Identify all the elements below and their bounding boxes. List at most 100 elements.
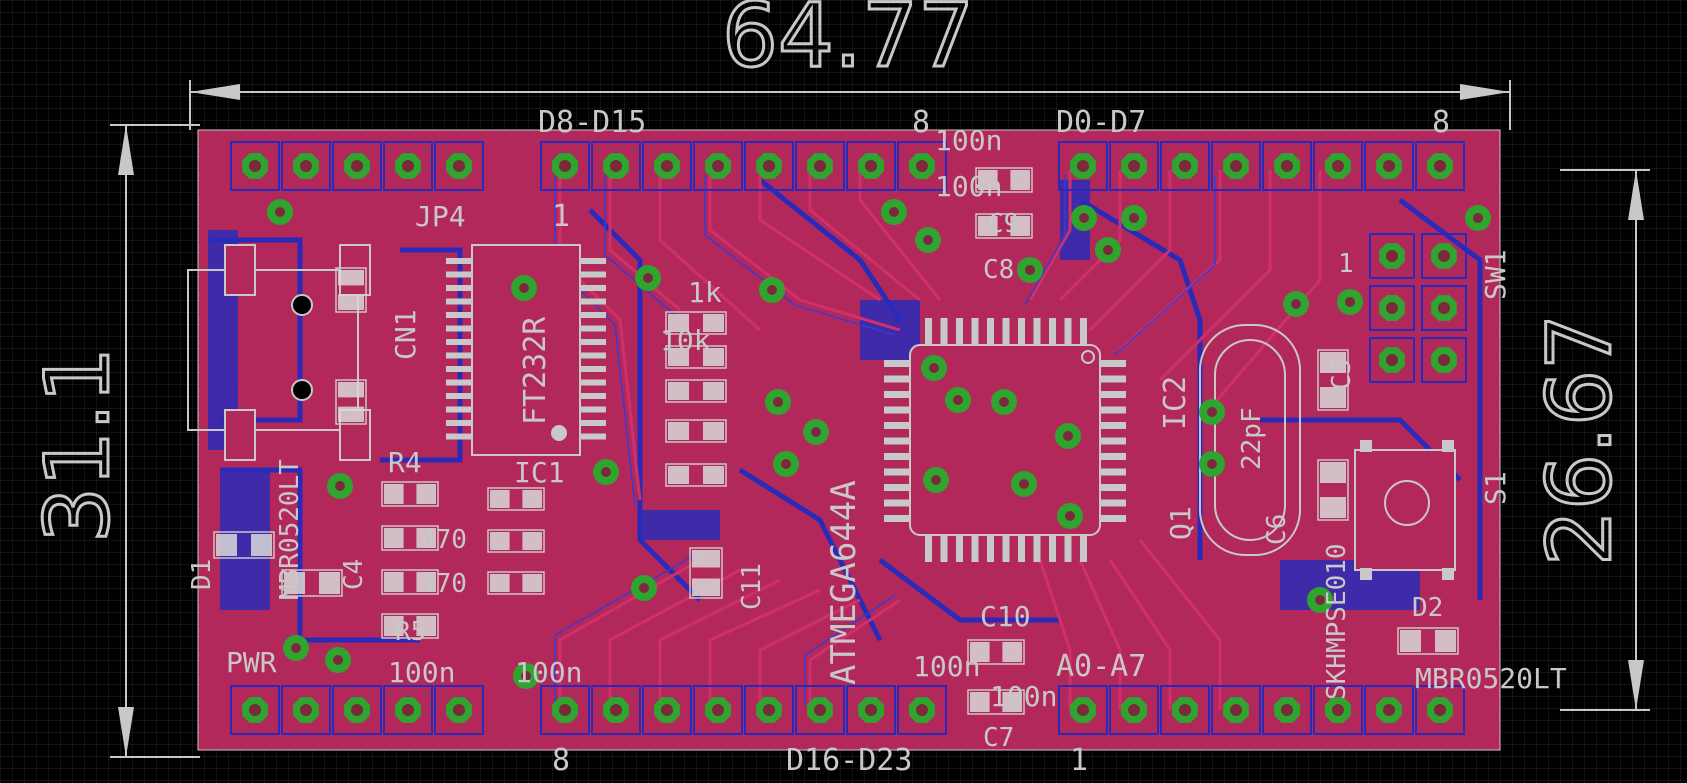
smd-pad	[1002, 692, 1022, 712]
atmega-chip[interactable]	[884, 318, 1126, 562]
smd-part[interactable]	[689, 547, 723, 599]
pad-hole	[1434, 704, 1446, 716]
chip-pad	[884, 406, 910, 414]
smd-part[interactable]	[487, 487, 545, 511]
header-pin[interactable]	[909, 153, 935, 179]
smd-part[interactable]	[967, 639, 1025, 665]
header-pin[interactable]	[603, 697, 629, 723]
isp-header-sv1[interactable]	[1369, 233, 1467, 383]
header-pin[interactable]	[1325, 153, 1351, 179]
header-pin[interactable]	[1274, 697, 1300, 723]
header-pin[interactable]	[1274, 153, 1300, 179]
smd-part[interactable]	[975, 213, 1033, 239]
header-pin[interactable]	[858, 697, 884, 723]
smd-part[interactable]	[335, 267, 367, 313]
header-pin[interactable]	[1427, 697, 1453, 723]
header-pin[interactable]	[552, 697, 578, 723]
pin-outline	[1160, 685, 1210, 735]
isp-pin[interactable]	[1431, 243, 1457, 269]
smd-pad	[1320, 387, 1346, 408]
smd-outline	[1317, 349, 1349, 411]
header-pin[interactable]	[242, 697, 268, 723]
header-pin[interactable]	[1121, 153, 1147, 179]
ft-pad	[446, 271, 472, 278]
isp-pin[interactable]	[1379, 347, 1405, 373]
smd-part[interactable]	[665, 345, 727, 369]
smd-pad	[522, 574, 542, 592]
isp-pin[interactable]	[1379, 243, 1405, 269]
header-pin[interactable]	[1172, 153, 1198, 179]
isp-pin[interactable]	[1431, 347, 1457, 373]
header-pin[interactable]	[293, 153, 319, 179]
isp-pin[interactable]	[1379, 295, 1405, 321]
smd-pad	[338, 294, 364, 310]
header-pin[interactable]	[756, 153, 782, 179]
header-pin[interactable]	[293, 697, 319, 723]
header-pin[interactable]	[705, 153, 731, 179]
header-pin[interactable]	[807, 153, 833, 179]
reset-switch-s1[interactable]	[1354, 440, 1456, 580]
label-mbr-d2: MBR0520LT	[1415, 662, 1567, 695]
header-pin[interactable]	[1376, 153, 1402, 179]
header-pin[interactable]	[395, 153, 421, 179]
header-pin[interactable]	[705, 697, 731, 723]
header-pin[interactable]	[1376, 697, 1402, 723]
chip-pad	[1033, 536, 1041, 562]
header-pin[interactable]	[1070, 153, 1096, 179]
header-pin[interactable]	[909, 697, 935, 723]
header-pin[interactable]	[446, 697, 472, 723]
smd-part[interactable]	[665, 419, 727, 443]
header-pin[interactable]	[807, 697, 833, 723]
pad-hole	[300, 160, 312, 172]
smd-outline	[665, 379, 727, 403]
ft-pad	[446, 298, 472, 305]
smd-pad	[490, 490, 510, 508]
smd-part[interactable]	[487, 571, 545, 595]
isp-pin[interactable]	[1431, 295, 1457, 321]
header-pin[interactable]	[1070, 697, 1096, 723]
pad-hole	[1230, 704, 1242, 716]
header-pin[interactable]	[654, 697, 680, 723]
header-pin[interactable]	[1427, 153, 1453, 179]
header-pin[interactable]	[552, 153, 578, 179]
header-pin[interactable]	[654, 153, 680, 179]
smd-pad	[668, 382, 689, 400]
smd-part[interactable]	[1317, 459, 1349, 521]
smd-part[interactable]	[213, 531, 275, 559]
smd-part[interactable]	[975, 167, 1033, 193]
pin-outline	[383, 141, 433, 191]
smd-pad	[703, 382, 724, 400]
header-pin[interactable]	[344, 153, 370, 179]
smd-part[interactable]	[665, 379, 727, 403]
smd-part[interactable]	[1317, 349, 1349, 411]
header-pin[interactable]	[603, 153, 629, 179]
smd-outline	[381, 613, 439, 639]
header-pin[interactable]	[1223, 153, 1249, 179]
header-pin[interactable]	[1223, 697, 1249, 723]
header-pin[interactable]	[756, 697, 782, 723]
smd-part[interactable]	[665, 463, 727, 487]
header-pin[interactable]	[1325, 697, 1351, 723]
smd-part[interactable]	[381, 525, 439, 551]
via-hole	[1207, 459, 1217, 469]
smd-part[interactable]	[1397, 627, 1459, 655]
label-q1: Q1	[1164, 506, 1197, 540]
header-pin[interactable]	[858, 153, 884, 179]
header-pin[interactable]	[1121, 697, 1147, 723]
smd-part[interactable]	[665, 311, 727, 335]
crystal-q1[interactable]	[1199, 324, 1301, 556]
smd-part[interactable]	[487, 529, 545, 553]
smd-part[interactable]	[335, 379, 367, 425]
header-pin[interactable]	[344, 697, 370, 723]
header-pin[interactable]	[395, 697, 421, 723]
smd-part[interactable]	[381, 481, 439, 507]
header-pin[interactable]	[242, 153, 268, 179]
smd-part[interactable]	[381, 613, 439, 639]
smd-part[interactable]	[967, 689, 1025, 715]
smd-part[interactable]	[381, 569, 439, 595]
header-pin[interactable]	[1172, 697, 1198, 723]
smd-part[interactable]	[281, 569, 343, 597]
pin-outline	[1058, 141, 1108, 191]
header-pin[interactable]	[446, 153, 472, 179]
